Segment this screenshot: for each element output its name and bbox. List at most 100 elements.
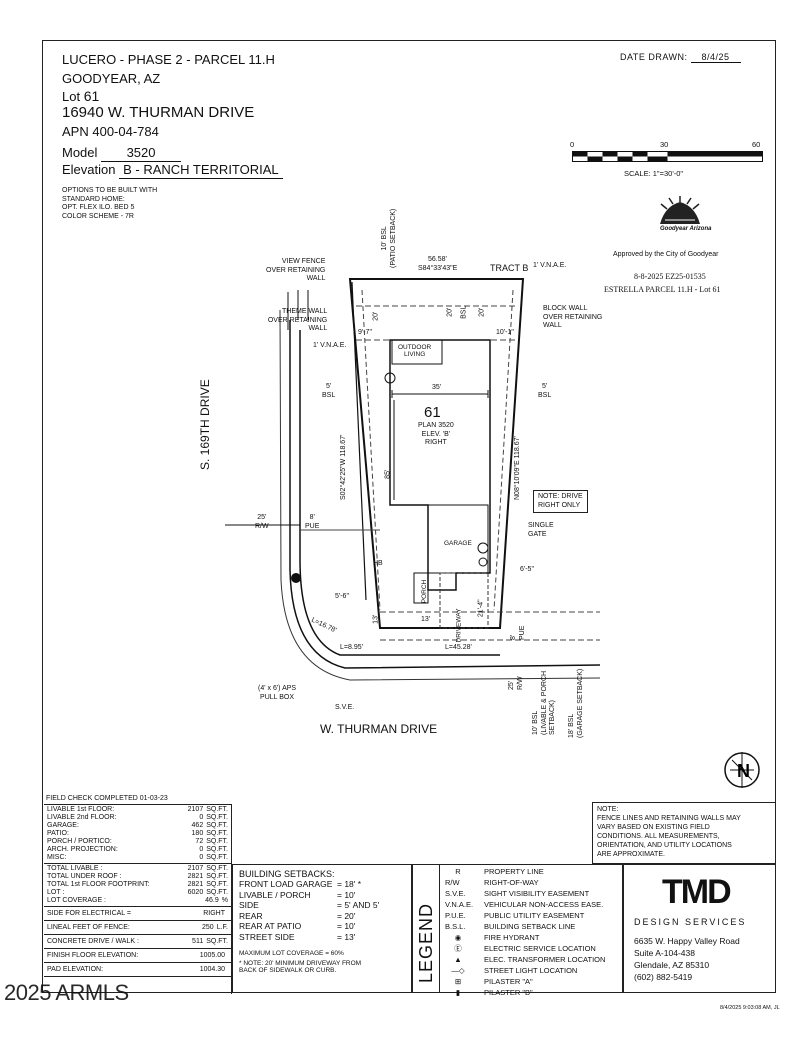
label-line: 18' BSL xyxy=(568,713,575,738)
label-line: 10' BSL xyxy=(381,226,388,251)
plan-side: RIGHT xyxy=(425,439,447,446)
top-bearing: S84°33'43"E xyxy=(418,265,458,272)
label-line: BSL xyxy=(322,391,336,399)
rw-left: 25' R/W xyxy=(255,514,269,531)
options-line: COLOR SCHEME - 7R xyxy=(62,212,134,220)
dim-35: 35' xyxy=(432,384,442,391)
unit: SQ.FT. xyxy=(206,865,228,872)
goodyear-logo-text: Goodyear Arizona xyxy=(660,226,712,232)
legend-desc: RIGHT-OF-WAY xyxy=(484,878,539,887)
address-line: Glendale, AZ 85310 xyxy=(634,960,710,970)
setback-row: REAR= 20' xyxy=(239,911,405,922)
legend-desc: ELEC. TRANSFORMER LOCATION xyxy=(484,955,606,964)
value: 511 xyxy=(192,938,204,945)
setback-row: REAR AT PATIO= 10' xyxy=(239,921,405,932)
label-line: SINGLE xyxy=(528,522,554,529)
value: 6020 xyxy=(187,889,204,896)
watermark: 2025 ARMLS xyxy=(4,980,129,1005)
bsl-right: 5' BSL xyxy=(538,383,551,400)
value: RIGHT xyxy=(203,910,225,917)
setback-value: = 5' AND 5' xyxy=(337,900,380,910)
legend-symbol-icon: ▮ xyxy=(455,988,461,997)
garage-setback: 18' BSL (GARAGE SETBACK) xyxy=(568,669,585,738)
label-line: OVER RETAINING xyxy=(543,313,603,321)
bsl-left: 5' BSL xyxy=(322,383,335,400)
label-line: OVER RETAINING xyxy=(267,316,328,324)
dim-9-7: 9'-7" xyxy=(358,329,372,336)
note-drive: NOTE: DRIVE RIGHT ONLY xyxy=(533,490,588,513)
value: 2107 xyxy=(187,865,204,872)
pue-right: 8' PUE xyxy=(510,626,527,640)
label-line: 25' xyxy=(508,680,515,690)
driveway-label: DRIVEWAY xyxy=(455,608,463,643)
street-front: W. THURMAN DRIVE xyxy=(320,722,438,736)
elevation-value: B - RANCH TERRITORIAL xyxy=(119,162,283,179)
table-row: LOT COVERAGE :46.9% xyxy=(47,897,228,905)
dim-20-left: 20' xyxy=(372,311,380,321)
apn-label: APN xyxy=(62,124,89,139)
label-line: (GARAGE SETBACK) xyxy=(576,668,584,738)
row-label: TOTAL UNDER ROOF : xyxy=(47,873,122,880)
unit: SQ.FT. xyxy=(206,938,228,945)
value: 250 xyxy=(202,924,214,931)
scale-tick-30: 30 xyxy=(660,140,669,149)
table-row: SIDE FOR ELECTRICAL =RIGHT xyxy=(44,907,231,921)
outdoor-living: OUTDOOR LIVING xyxy=(398,344,431,358)
setback-label: FRONT LOAD GARAGE xyxy=(239,879,333,889)
legend-row: —◇STREET LIGHT LOCATION xyxy=(442,965,620,976)
label-line: VIEW FENCE xyxy=(281,258,326,265)
dim-20-mid: 20' xyxy=(446,307,454,317)
company-tagline: DESIGN SERVICES xyxy=(634,917,747,927)
field-check: FIELD CHECK COMPLETED 01-03-23 xyxy=(46,795,168,802)
sve-label: S.V.E. xyxy=(335,704,355,711)
single-gate: SINGLE GATE xyxy=(528,522,554,539)
plan-info: PLAN 3520 ELEV. 'B' RIGHT xyxy=(418,422,454,448)
tract-label: TRACT B xyxy=(490,263,529,273)
value: 0 xyxy=(199,846,204,853)
svg-text:N: N xyxy=(737,761,750,781)
note-line: * NOTE: 20' MINIMUM DRIVEWAY FROM xyxy=(239,960,362,967)
legend-desc: PUBLIC UTILITY EASEMENT xyxy=(484,911,585,920)
street-side: S. 169TH DRIVE xyxy=(198,379,212,470)
value: 462 xyxy=(191,822,204,829)
porch-label: PORCH xyxy=(421,579,429,604)
model-value: 3520 xyxy=(101,145,182,162)
dim-20-right: 20' xyxy=(478,307,486,317)
label-line: NOTE: DRIVE xyxy=(538,493,583,500)
unit: SQ.FT. xyxy=(206,854,228,861)
row-label: LOT COVERAGE : xyxy=(47,897,106,904)
label-line: BSL xyxy=(538,391,552,399)
value: 2821 xyxy=(187,881,204,888)
note-line: VARY BASED ON EXISTING FIELD xyxy=(597,824,710,831)
model-line: Model 3520 xyxy=(62,145,182,162)
apn-value: 400-04-784 xyxy=(92,124,159,139)
label-line: 10' BSL xyxy=(532,710,539,735)
address-line: Suite A-104-438 xyxy=(634,948,695,958)
legend-desc: PROPERTY LINE xyxy=(484,867,544,876)
label-line: SETBACK) xyxy=(549,699,556,735)
lot-value: 61 xyxy=(83,88,100,104)
label-line: 8' xyxy=(309,514,315,521)
house-footprint xyxy=(389,339,491,591)
unit: SQ.FT. xyxy=(206,846,228,853)
value: 2107 xyxy=(187,806,204,813)
label-line: PUE xyxy=(305,522,320,530)
setback-rows: FRONT LOAD GARAGE= 18' *LIVABLE / PORCH=… xyxy=(239,879,405,942)
plan-name: PLAN 3520 xyxy=(418,422,454,429)
setback-value: = 10' xyxy=(337,889,356,900)
label-line: 25' xyxy=(257,514,267,521)
label-line: R/W xyxy=(516,676,524,690)
